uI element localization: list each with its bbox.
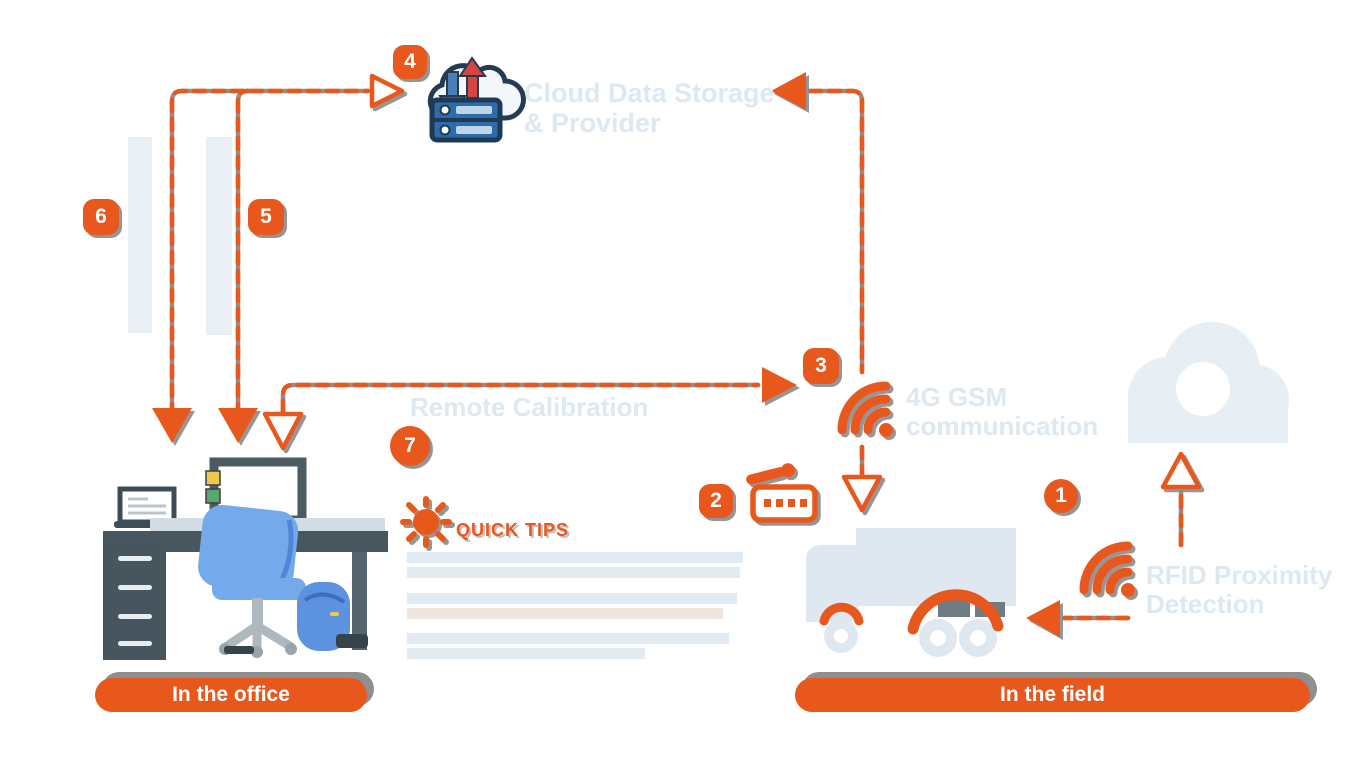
office-banner-label: In the office (172, 683, 290, 706)
remote-device-icon (746, 463, 818, 523)
quick-tips-heading: QUICK TIPS (456, 520, 570, 540)
vertical-caption-strip (128, 137, 152, 333)
step-badge-2: 2 (699, 484, 733, 518)
wifi-signal-icon (1079, 541, 1135, 597)
proximity-label: RFID Proximity Detection (1146, 560, 1333, 620)
field-banner-label: In the field (1000, 683, 1105, 706)
step-badge-6: 6 (83, 199, 119, 235)
office-desk-illustration (103, 457, 388, 660)
quick-tips-bulb-icon (400, 496, 452, 548)
field-banner: In the field (795, 678, 1310, 712)
arrow-up-to-cloud-shape (1160, 451, 1202, 548)
truck-illustration (806, 528, 1016, 657)
cloud-server-icon (427, 56, 526, 143)
arrow-tag-to-truck (1026, 600, 1131, 637)
arrow-remote-calibration (262, 367, 797, 451)
communication-label: 4G GSM communication (906, 382, 1099, 442)
cloud-title-line1: Cloud Data Storage (524, 78, 775, 108)
communication-label-line1: 4G GSM (906, 382, 1008, 412)
remote-calibration-label: Remote Calibration (410, 392, 649, 422)
arrow-wifi-to-truck (841, 444, 883, 513)
step-badge-3: 3 (803, 348, 839, 384)
vertical-caption-strip (206, 137, 232, 335)
arrow-into-cloud (369, 73, 405, 109)
step-badge-4: 4 (393, 45, 427, 79)
arrow-cloud-to-office-right (218, 88, 258, 443)
arrow-field-to-cloud (771, 72, 865, 375)
step-badge-1: 1 (1044, 479, 1078, 513)
communication-label-line2: communication (906, 411, 1099, 442)
office-banner: In the office (95, 678, 367, 712)
faint-cloud-shape (1128, 322, 1289, 443)
proximity-label-line1: RFID Proximity (1146, 560, 1333, 590)
arrow-cloud-to-office-left (152, 88, 371, 443)
step-badge-5: 5 (248, 199, 284, 235)
cloud-title: Cloud Data Storage & Provider (524, 78, 784, 138)
proximity-label-line2: Detection (1146, 589, 1265, 620)
step-badge-7: 7 (390, 426, 430, 466)
cloud-title-line2: & Provider (524, 108, 661, 139)
wifi-signal-icon (837, 381, 893, 437)
